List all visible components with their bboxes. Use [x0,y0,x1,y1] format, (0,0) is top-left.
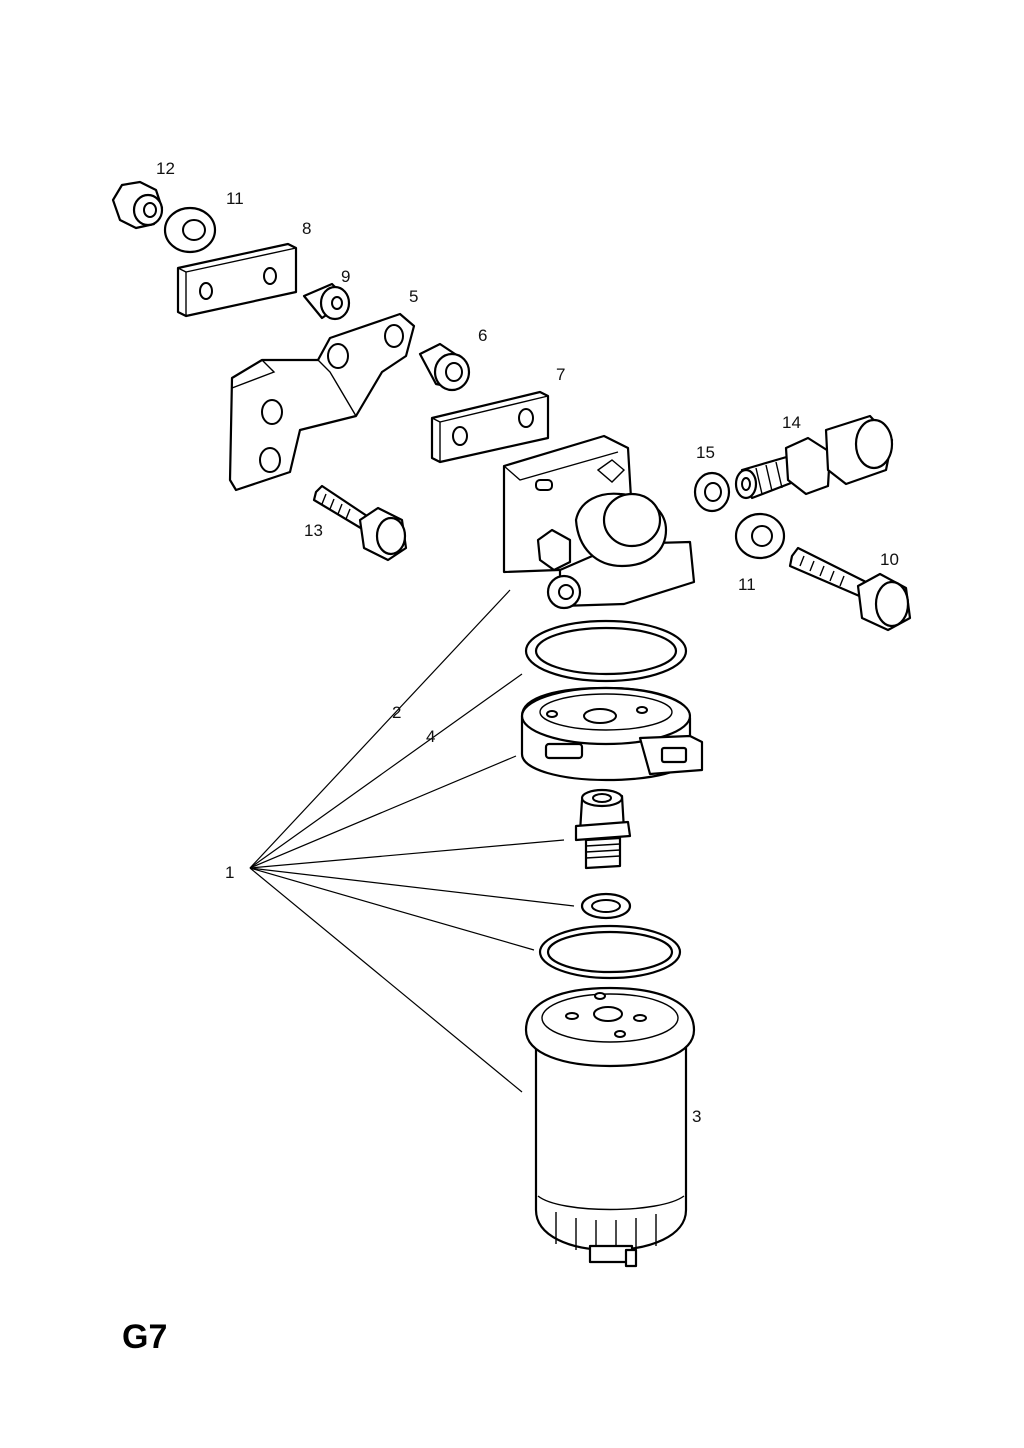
part-1-seal-ring [580,892,632,920]
callout-15: 15 [696,443,715,462]
part-12-nut [111,180,164,230]
part-8-plate [176,242,298,318]
part-7-plate [430,390,550,464]
callout-8: 8 [302,219,311,238]
part-6-grommet [418,342,471,392]
callout-labels: 12 11 8 9 5 6 7 14 15 13 10 11 2 4 1 3 [156,159,899,1126]
part-15-washer [693,471,731,513]
callout-13: 13 [304,521,323,540]
part-1-oring-lower [538,924,682,980]
callout-4: 4 [426,727,435,746]
callout-3: 3 [692,1107,701,1126]
part-1-oring-upper [524,619,688,683]
part-5-bracket [228,312,416,492]
part-14-banjo-bolt [734,414,894,500]
part-2-filter-head [502,434,696,610]
part-11-washer-top [163,206,217,254]
callout-7: 7 [556,365,565,384]
callout-11-top: 11 [226,189,244,208]
callout-12: 12 [156,159,175,178]
callout-9: 9 [341,267,350,286]
part-3-filter-cartridge [524,986,696,1268]
callout-1: 1 [225,863,234,882]
part-1-heater-adapter [520,686,704,782]
part-9-spacer [302,282,351,321]
part-1-connector-nipple [574,788,632,870]
part-10-bolt [788,546,912,632]
callout-2: 2 [392,703,401,722]
part-11-washer-lower [734,512,786,560]
callout-5: 5 [409,287,418,306]
callout-6: 6 [478,326,487,345]
callout-14: 14 [782,413,801,432]
callout-11-lower: 11 [738,575,756,594]
sheet-code: G7 [122,1318,168,1356]
callout-10: 10 [880,550,899,569]
part-13-bolt [312,484,408,562]
leader-lines [249,589,575,1093]
